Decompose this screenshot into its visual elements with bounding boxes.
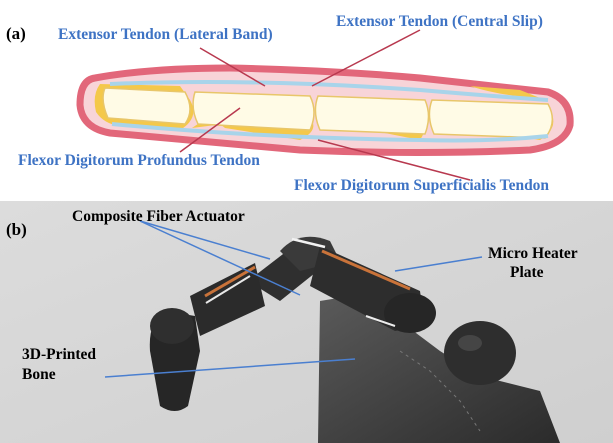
label-extensor-lateral-band: Extensor Tendon (Lateral Band) bbox=[58, 26, 273, 43]
label-3d-printed-line1: 3D-Printed bbox=[22, 346, 96, 363]
fingertip-bone bbox=[429, 100, 552, 138]
label-3d-printed-line2: Bone bbox=[22, 366, 56, 383]
label-flexor-profundus: Flexor Digitorum Profundus Tendon bbox=[18, 152, 260, 169]
distal-phalanx-bone bbox=[315, 96, 428, 134]
panel-b-label: (b) bbox=[6, 220, 27, 239]
label-flexor-superficialis: Flexor Digitorum Superficialis Tendon bbox=[294, 177, 549, 194]
thumb-knob bbox=[444, 321, 516, 385]
robotic-finger-illustration: (b) Composite Fiber Actuator Micro Heate… bbox=[0, 201, 613, 443]
panel-a-label: (a) bbox=[6, 24, 26, 43]
label-micro-heater-line1: Micro Heater bbox=[488, 245, 578, 262]
finger-joint-right bbox=[384, 293, 436, 333]
panel-b-robotic-finger-photo: (b) Composite Fiber Actuator Micro Heate… bbox=[0, 201, 613, 443]
panel-a-finger-anatomy: (a) Extensor Tendon (Lateral Band) Exten… bbox=[0, 0, 613, 200]
label-composite-fiber-actuator: Composite Fiber Actuator bbox=[72, 208, 245, 225]
finger-anatomy-diagram: (a) Extensor Tendon (Lateral Band) Exten… bbox=[0, 0, 613, 200]
label-extensor-central-slip: Extensor Tendon (Central Slip) bbox=[336, 13, 543, 30]
middle-phalanx-bone bbox=[193, 92, 314, 130]
proximal-phalanx-bone bbox=[103, 88, 190, 124]
thumb-highlight bbox=[458, 335, 482, 351]
label-micro-heater-line2: Plate bbox=[510, 264, 544, 281]
finger-joint-left bbox=[150, 308, 194, 344]
